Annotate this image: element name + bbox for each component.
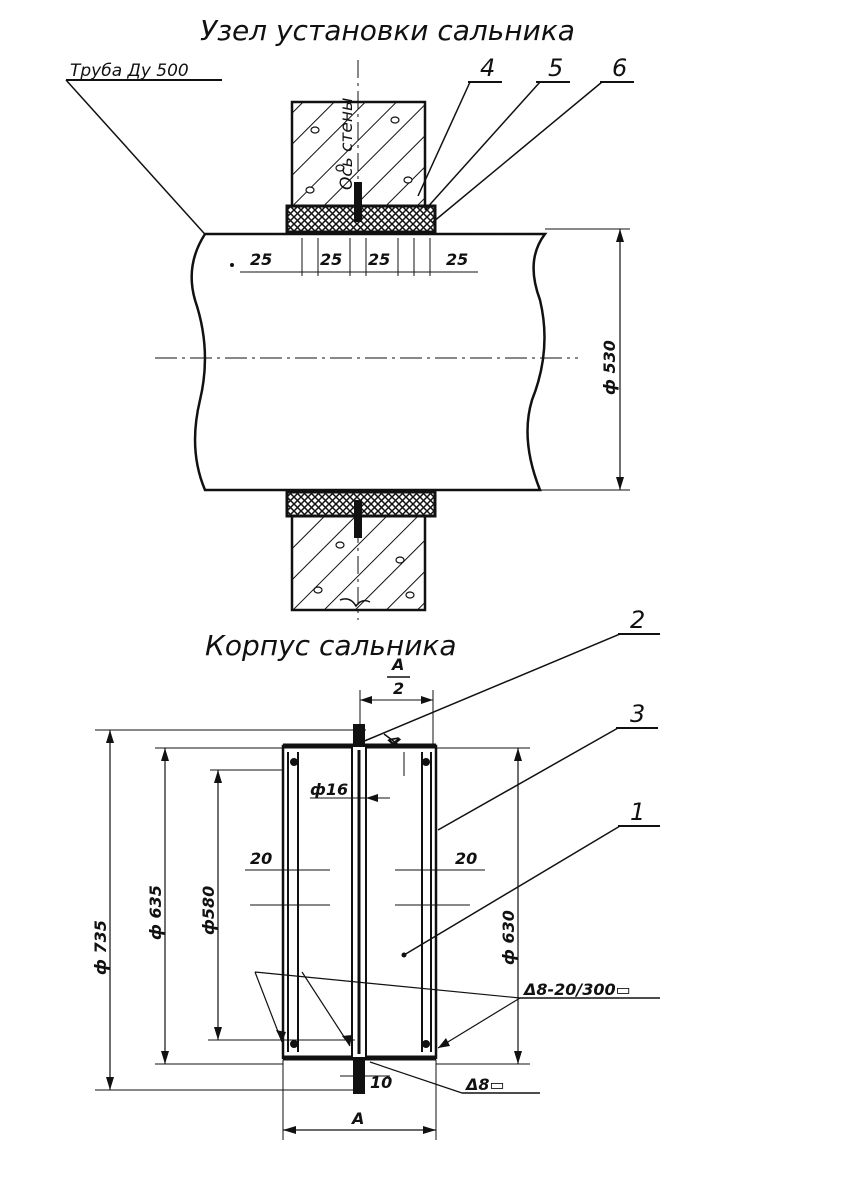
- dim-phi580: ф580: [199, 886, 218, 935]
- dim-25-2: 25: [320, 250, 342, 269]
- dim-half-top: А: [390, 655, 404, 674]
- wall-lower: [290, 514, 427, 612]
- dim-phi16: ф16: [310, 780, 348, 799]
- housing-view: 2 А 2 3: [91, 606, 660, 1140]
- callout-4: 4: [480, 54, 495, 82]
- dim-phi630: ф 630: [499, 910, 518, 965]
- dim-10: 10: [370, 1073, 392, 1092]
- housing-title: Корпус сальника: [205, 629, 456, 662]
- callout-2: 2: [630, 606, 645, 634]
- pipe-label: Труба Ду 500: [70, 61, 189, 81]
- dim-25-3: 25: [368, 250, 390, 269]
- dim-A: А: [350, 1109, 364, 1128]
- dim-phi635: ф 635: [146, 885, 165, 940]
- assembly-view: Труба Ду 500 Ось стены 4 5 6: [65, 54, 634, 620]
- dim-25-4: 25: [446, 250, 468, 269]
- weld-note-short: Δ8▭: [464, 1075, 505, 1094]
- dim-25-1: 25: [250, 250, 272, 269]
- dim-20-left: 20: [250, 849, 272, 868]
- dim-half-bottom: 2: [393, 679, 404, 698]
- wall-axis-label: Ось стены: [337, 98, 357, 190]
- callout-5: 5: [548, 54, 563, 82]
- weld-note-long: Δ8-20/300▭: [522, 980, 631, 999]
- dim-phi530: ф 530: [600, 340, 619, 395]
- assembly-title: Узел установки сальника: [200, 14, 575, 47]
- callout-6: 6: [612, 54, 627, 82]
- callout-3: 3: [630, 700, 645, 728]
- callout-1: 1: [630, 798, 645, 826]
- dim-phi735: ф 735: [91, 920, 110, 975]
- dim-20-right: 20: [455, 849, 477, 868]
